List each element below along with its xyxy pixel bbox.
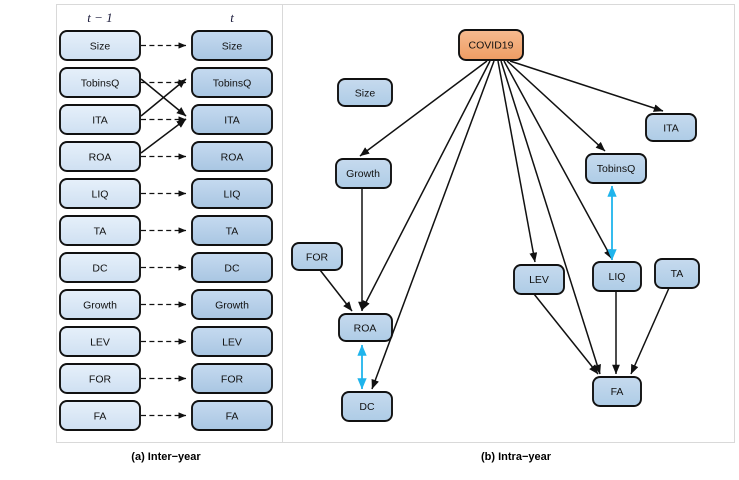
node-ita-t1[interactable]: ITA — [59, 104, 141, 135]
node-roa-t[interactable]: ROA — [191, 141, 273, 172]
node-tobinsq-t[interactable]: TobinsQ — [191, 67, 273, 98]
node-label: FOR — [89, 373, 112, 385]
node-label: LIQ — [92, 188, 109, 200]
node-covid19[interactable]: COVID19 — [458, 29, 524, 61]
edge-covid-fa — [500, 60, 601, 375]
node-label: LEV — [90, 336, 110, 348]
node-roa[interactable]: ROA — [338, 313, 393, 342]
node-fa-t[interactable]: FA — [191, 400, 273, 431]
edge-covid-growth — [359, 60, 488, 157]
node-label: TA — [671, 268, 684, 280]
node-for-t1[interactable]: FOR — [59, 363, 141, 394]
node-label: ROA — [354, 322, 377, 334]
node-label: DC — [359, 401, 375, 413]
node-for-t[interactable]: FOR — [191, 363, 273, 394]
panel-a-left-nodes: Size TobinsQ ITA ROA LIQ TA — [59, 30, 141, 431]
panel-a-caption: (a) Inter−year — [131, 451, 201, 463]
node-growth-t1[interactable]: Growth — [59, 289, 141, 320]
node-growth-t[interactable]: Growth — [191, 289, 273, 320]
node-label: LIQ — [224, 188, 241, 200]
node-label: ITA — [92, 114, 108, 126]
node-label: Size — [355, 87, 376, 99]
panel-a-dashed-edges — [141, 42, 187, 419]
panel-b-blue-edges — [357, 185, 617, 390]
panel-a-header-right: t — [230, 10, 234, 25]
node-dc-t1[interactable]: DC — [59, 252, 141, 283]
node-label: DC — [92, 262, 108, 274]
node-fa[interactable]: FA — [592, 376, 642, 407]
node-dc-t[interactable]: DC — [191, 252, 273, 283]
panel-a-right-nodes: Size TobinsQ ITA ROA LIQ TA — [191, 30, 273, 431]
node-label: COVID19 — [469, 39, 514, 51]
node-label: FA — [226, 410, 239, 422]
node-label: ITA — [224, 114, 240, 126]
node-label: Size — [222, 40, 243, 52]
node-label: TobinsQ — [81, 77, 120, 89]
node-tobinsq-t1[interactable]: TobinsQ — [59, 67, 141, 98]
node-ita[interactable]: ITA — [645, 113, 697, 142]
node-label: ROA — [89, 151, 112, 163]
node-lev-t1[interactable]: LEV — [59, 326, 141, 357]
node-liq[interactable]: LIQ — [592, 261, 642, 292]
edge-ta-fa — [630, 287, 670, 375]
node-label: FA — [94, 410, 107, 422]
edge-ita-to-tobinsq — [140, 78, 187, 117]
node-label: ITA — [663, 122, 679, 134]
edge-lev-fa — [533, 293, 599, 375]
node-label: Growth — [215, 299, 249, 311]
node-lev[interactable]: LEV — [513, 264, 565, 295]
node-tobinsq[interactable]: TobinsQ — [585, 153, 647, 184]
node-ta[interactable]: TA — [654, 258, 700, 289]
panel-b-nodes: COVID19 Size ITA TobinsQ Growth FOR — [291, 29, 700, 422]
node-size-t1[interactable]: Size — [59, 30, 141, 61]
edge-roa-to-ita — [140, 118, 187, 154]
node-label: TA — [226, 225, 239, 237]
node-label: ROA — [221, 151, 244, 163]
node-label: TA — [94, 225, 107, 237]
edge-covid-roa — [361, 60, 491, 311]
panel-b-caption: (b) Intra−year — [481, 451, 552, 463]
edge-covid-lev — [497, 60, 538, 263]
node-label: TobinsQ — [213, 77, 252, 89]
node-label: FOR — [221, 373, 244, 385]
node-ta-t1[interactable]: TA — [59, 215, 141, 246]
panel-a-solid-edges — [140, 78, 187, 154]
node-growth[interactable]: Growth — [335, 158, 392, 189]
node-label: DC — [224, 262, 240, 274]
node-fa-t1[interactable]: FA — [59, 400, 141, 431]
edge-covid-liq — [503, 60, 613, 260]
node-label: Size — [90, 40, 111, 52]
node-size-t[interactable]: Size — [191, 30, 273, 61]
node-for[interactable]: FOR — [291, 242, 343, 271]
edge-covid-tobinsq — [506, 60, 606, 152]
node-ta-t[interactable]: TA — [191, 215, 273, 246]
node-label: Growth — [346, 168, 380, 180]
node-label: FA — [611, 386, 624, 398]
node-label: LEV — [529, 274, 549, 286]
node-roa-t1[interactable]: ROA — [59, 141, 141, 172]
node-liq-t1[interactable]: LIQ — [59, 178, 141, 209]
panel-b-frame — [282, 4, 735, 443]
node-liq-t[interactable]: LIQ — [191, 178, 273, 209]
node-label: FOR — [306, 251, 329, 263]
node-label: TobinsQ — [597, 163, 636, 175]
node-label: Growth — [83, 299, 117, 311]
edge-covid-ita — [509, 60, 664, 112]
node-label: LIQ — [609, 271, 626, 283]
node-dc[interactable]: DC — [341, 391, 393, 422]
edge-for-roa — [319, 269, 353, 312]
node-lev-t[interactable]: LEV — [191, 326, 273, 357]
panel-a-header-left: t − 1 — [87, 10, 112, 25]
node-label: LEV — [222, 336, 242, 348]
node-ita-t[interactable]: ITA — [191, 104, 273, 135]
node-size[interactable]: Size — [337, 78, 393, 107]
